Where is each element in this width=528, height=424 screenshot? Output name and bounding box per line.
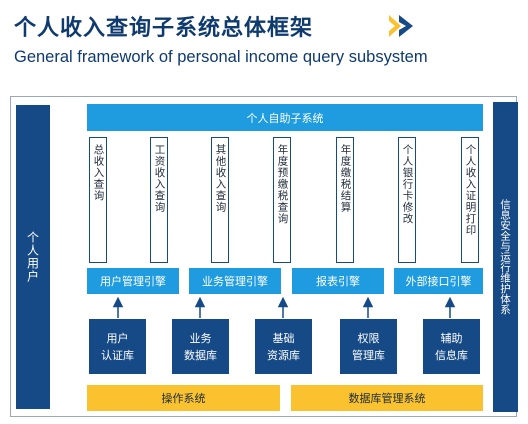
db-label-line1: 业务 (189, 331, 212, 345)
business-db: 业务 数据库 (172, 319, 229, 374)
db-label-line2: 信息库 (435, 348, 468, 362)
operating-system-bar: 操作系统 (87, 385, 280, 411)
page-subtitle: General framework of personal income que… (14, 48, 428, 66)
function-column: 工资收入查询 (150, 137, 168, 263)
user-auth-db: 用户 认证库 (89, 319, 146, 374)
business-management-engine: 业务管理引擎 (189, 268, 281, 294)
dbms-bar: 数据库管理系统 (291, 385, 483, 411)
function-label: 其他收入查询 (214, 144, 227, 213)
db-label-line1: 辅助 (440, 331, 463, 345)
function-label: 个人收入证明打印 (464, 144, 477, 236)
db-label-line1: 基础 (272, 331, 295, 345)
function-label: 年度缴税结算 (339, 144, 352, 213)
db-label-line2: 资源库 (267, 348, 300, 362)
db-label-line2: 数据库 (184, 348, 217, 362)
double-chevron-right-icon (389, 15, 413, 37)
function-column: 个人收入证明打印 (461, 137, 479, 263)
function-label: 年度预缴税查询 (276, 144, 289, 225)
personal-user-label: 个人用户 (25, 231, 40, 283)
base-resource-db: 基础 资源库 (255, 319, 312, 374)
page-title: 个人收入查询子系统总体框架 (14, 16, 314, 41)
personal-user-bar: 个人用户 (16, 105, 50, 409)
function-column: 年度预缴税查询 (273, 137, 291, 263)
db-label-line1: 权限 (357, 331, 380, 345)
security-ops-label: 信息安全与运行维护体系 (499, 199, 511, 315)
auxiliary-info-db: 辅助 信息库 (423, 319, 480, 374)
db-label-line2: 认证库 (101, 348, 134, 362)
db-label-line1: 用户 (106, 331, 129, 345)
function-column: 年度缴税结算 (336, 137, 354, 263)
user-management-engine: 用户管理引擎 (87, 268, 179, 294)
self-service-subsystem-banner: 个人自助子系统 (87, 104, 483, 131)
function-column: 个人银行卡修改 (398, 137, 416, 263)
function-label: 个人银行卡修改 (401, 144, 414, 225)
function-column: 总收入查询 (89, 137, 107, 263)
function-label: 总收入查询 (92, 144, 105, 202)
function-label: 工资收入查询 (153, 144, 166, 213)
permission-db: 权限 管理库 (340, 319, 397, 374)
security-ops-bar: 信息安全与运行维护体系 (493, 102, 518, 412)
report-engine: 报表引擎 (292, 268, 384, 294)
function-column: 其他收入查询 (211, 137, 229, 263)
external-interface-engine: 外部接口引擎 (394, 268, 483, 294)
db-label-line2: 管理库 (352, 348, 385, 362)
